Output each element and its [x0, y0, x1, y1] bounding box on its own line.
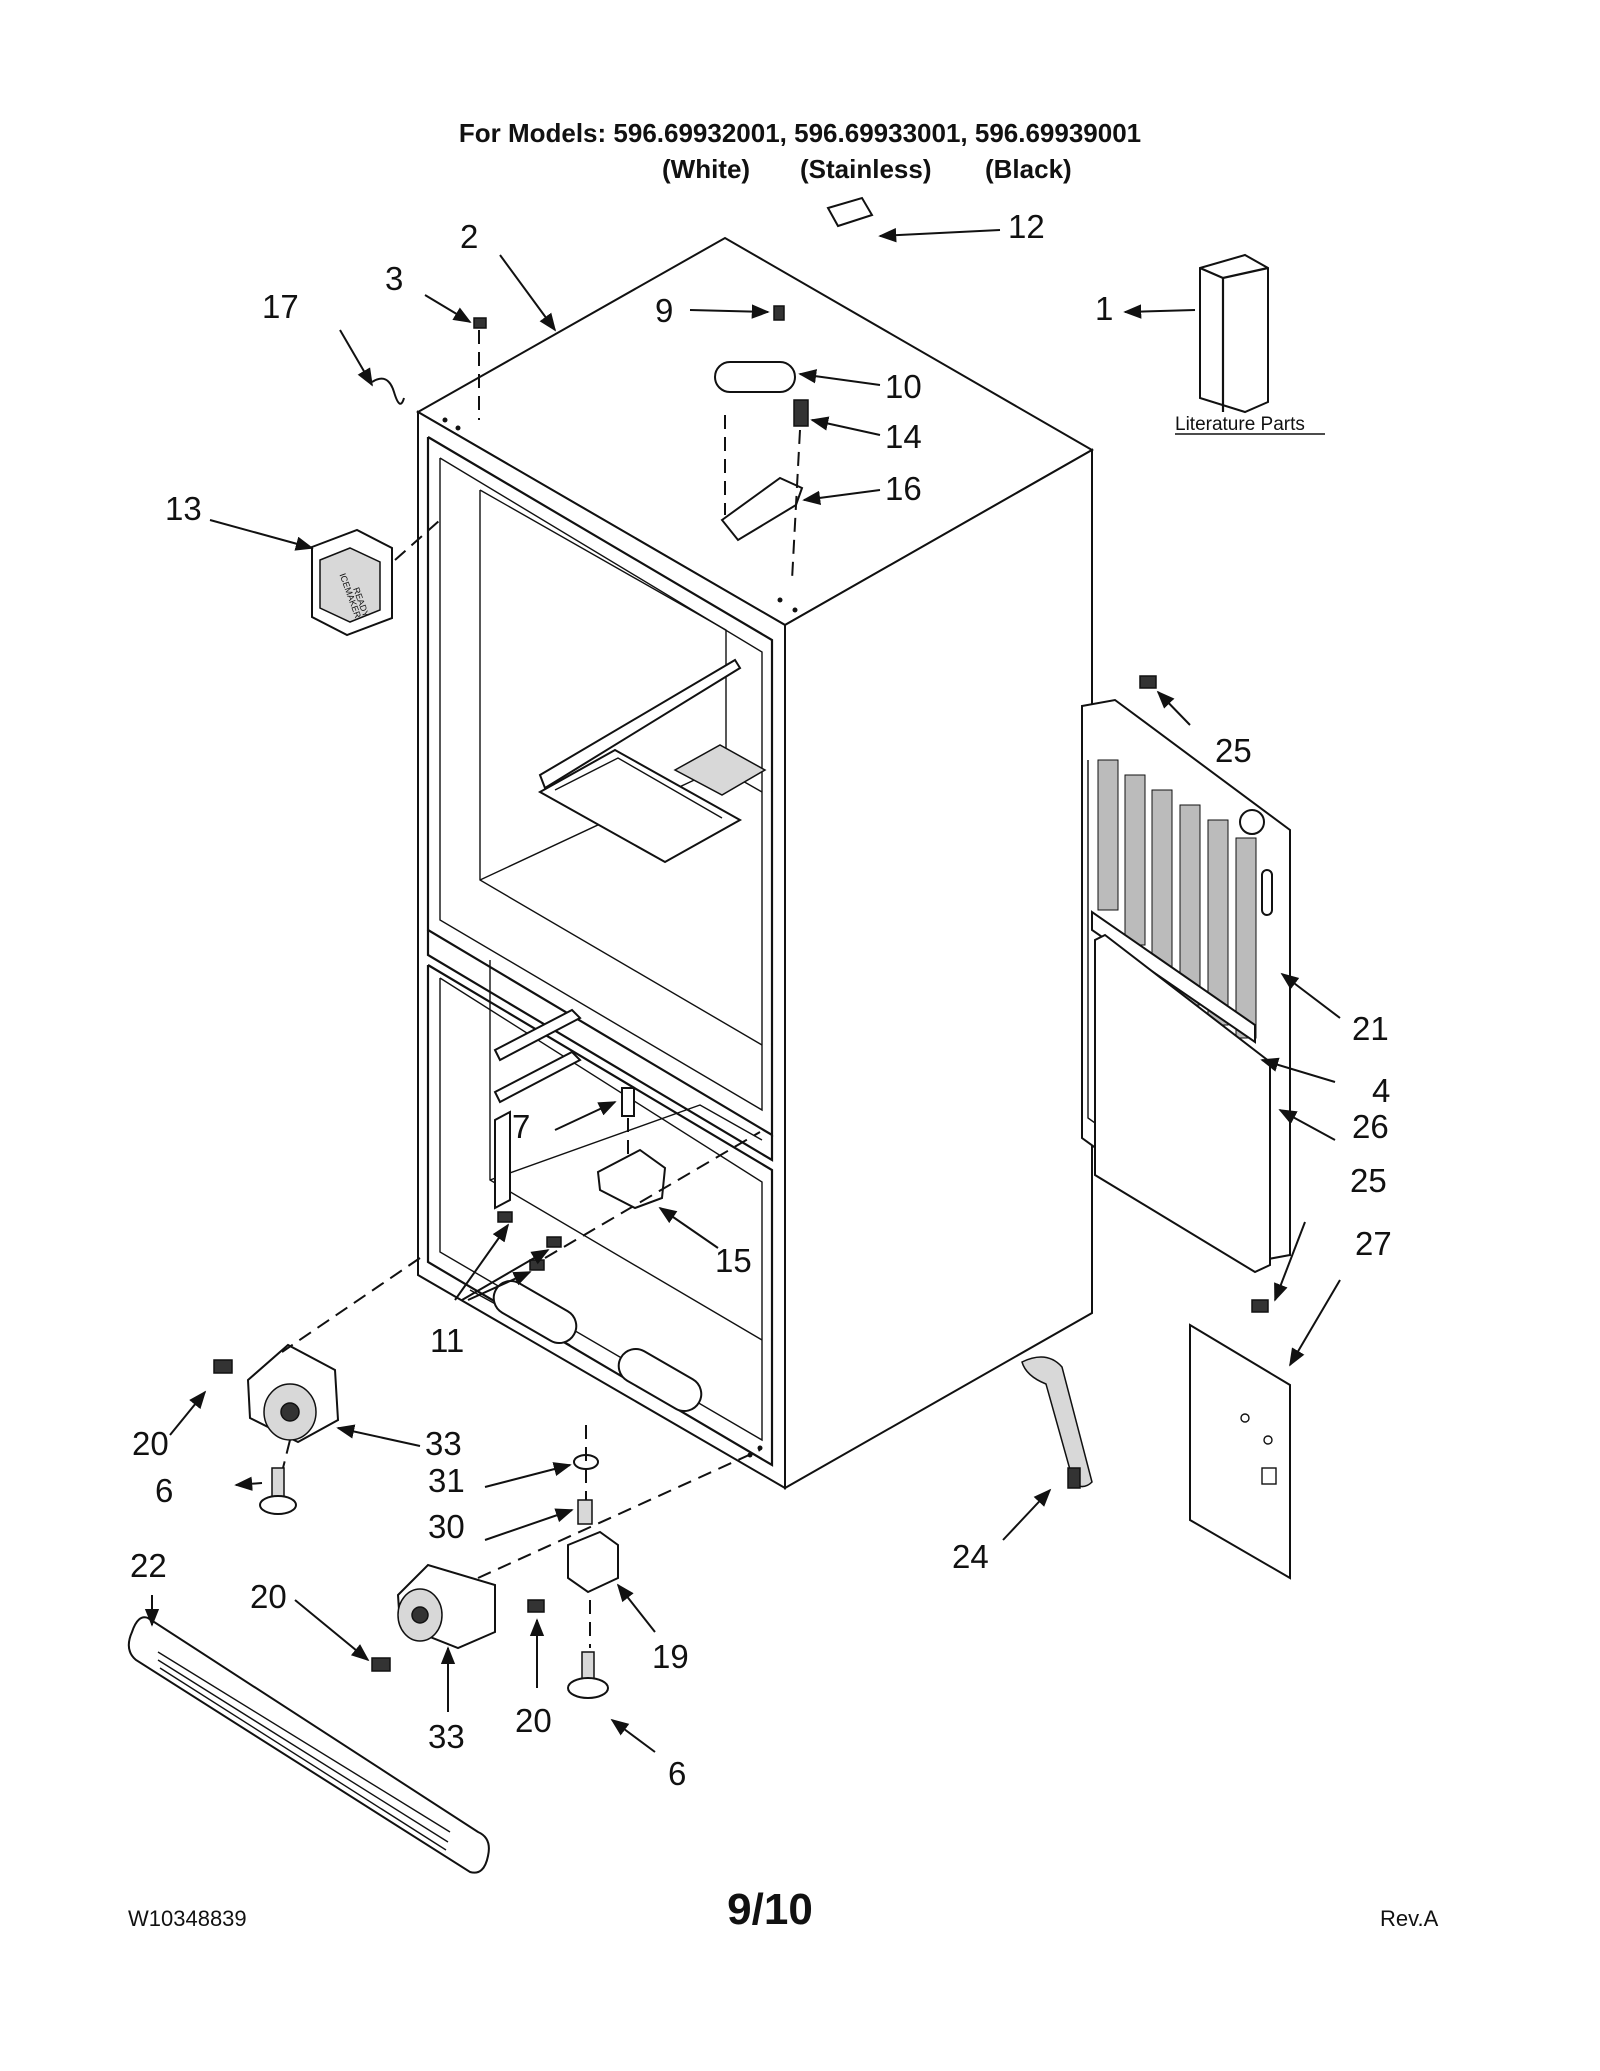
- callout-13: 13: [165, 490, 202, 527]
- screw-part-20: [371, 1657, 391, 1672]
- bracket-part-19: [567, 1530, 619, 1594]
- callout-33: 33: [428, 1718, 465, 1755]
- screw-part-3: [473, 317, 487, 329]
- badge-part-12: [826, 196, 874, 228]
- leveling-leg-part-6: [259, 1467, 297, 1515]
- callout-7: 7: [512, 1108, 530, 1145]
- base-grille-part-22: [127, 1616, 490, 1874]
- callout-15: 15: [715, 1242, 752, 1279]
- access-cover-part-27: [1189, 1323, 1291, 1580]
- screw-part-11: [529, 1259, 545, 1271]
- clip-part-17: [371, 377, 405, 405]
- color-label-stainless: (Stainless): [800, 154, 932, 184]
- cabinet: [415, 236, 1095, 1490]
- screw-part-11: [546, 1236, 562, 1248]
- callout-31: 31: [428, 1462, 465, 1499]
- callout-2: 2: [460, 218, 478, 255]
- literature-parts-label: Literature Parts: [1175, 414, 1305, 435]
- callout-9: 9: [655, 292, 673, 329]
- callout-19: 19: [652, 1638, 689, 1675]
- stud-part-30: [577, 1499, 593, 1525]
- bracket-part-15: [596, 1148, 667, 1210]
- callout-20: 20: [132, 1425, 169, 1462]
- callout-6: 6: [155, 1472, 173, 1509]
- leveling-leg-part-6: [567, 1651, 609, 1699]
- screw-part-25: [1139, 675, 1157, 689]
- roller-assembly-part-33: [396, 1563, 496, 1650]
- callout-4: 4: [1372, 1072, 1390, 1109]
- callout-12: 12: [1008, 208, 1045, 245]
- callout-10: 10: [885, 368, 922, 405]
- models-header: For Models: 596.69932001, 596.69933001, …: [458, 118, 1142, 148]
- callout-30: 30: [428, 1508, 465, 1545]
- document-number: W10348839: [128, 1906, 247, 1931]
- page-number: 9/10: [727, 1885, 813, 1934]
- callout-24: 24: [952, 1538, 989, 1575]
- callout-25: 25: [1350, 1162, 1387, 1199]
- callout-6: 6: [668, 1755, 686, 1792]
- pin-part-7: [621, 1087, 635, 1117]
- screw-part-25: [1251, 1299, 1269, 1313]
- callout-25: 25: [1215, 732, 1252, 769]
- callout-1: 1: [1095, 290, 1113, 327]
- icemaker-ready-panel: ICEMAKER READY: [311, 528, 393, 637]
- callout-3: 3: [385, 260, 403, 297]
- hinge-plate-part-16: [720, 476, 804, 542]
- callout-27: 27: [1355, 1225, 1392, 1262]
- hinge-cover-part-10: [714, 361, 796, 393]
- color-label-black: (Black): [985, 154, 1072, 184]
- leader-lines: [144, 227, 1341, 1753]
- callout-33: 33: [425, 1425, 462, 1462]
- seal-strip-part-4: [1091, 910, 1256, 1044]
- callout-21: 21: [1352, 1010, 1389, 1047]
- callout-20: 20: [515, 1702, 552, 1739]
- screw-part-11: [497, 1211, 513, 1223]
- color-label-white: (White): [662, 154, 751, 184]
- leveling-wrench-part-24: [1021, 1356, 1093, 1489]
- callout-17: 17: [262, 288, 299, 325]
- literature-booklet: [1199, 253, 1269, 414]
- roller-assembly-part-33: [246, 1343, 340, 1444]
- callout-22: 22: [130, 1547, 167, 1584]
- bolt-part-14: [793, 399, 809, 427]
- screw-part-20: [527, 1599, 545, 1613]
- callout-26: 26: [1352, 1108, 1389, 1145]
- callout-14: 14: [885, 418, 922, 455]
- insulation-panel-part-26: [1094, 933, 1271, 1274]
- revision-label: Rev.A: [1380, 1906, 1439, 1931]
- screw-part-9: [773, 305, 785, 321]
- callout-20: 20: [250, 1578, 287, 1615]
- callout-16: 16: [885, 470, 922, 507]
- screw-part-20: [213, 1359, 233, 1374]
- callout-11: 11: [430, 1322, 464, 1359]
